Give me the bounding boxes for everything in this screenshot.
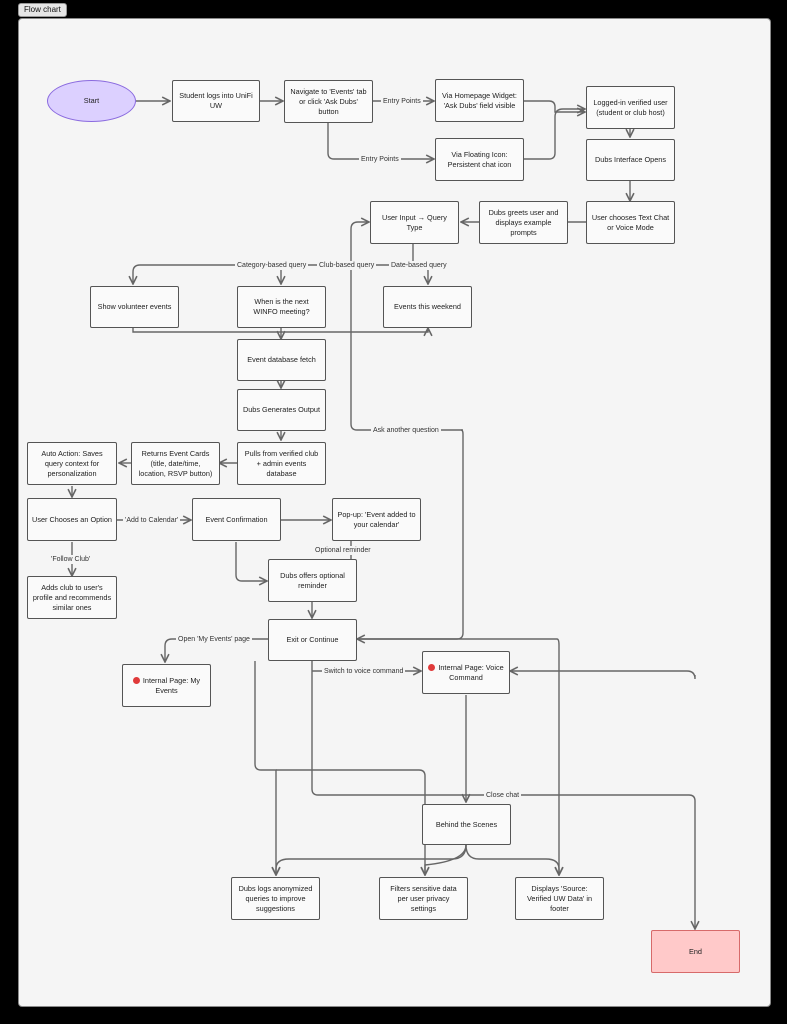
close-chat-label: Close chat [484,791,522,800]
tab-flow-chart[interactable]: Flow chart [18,3,67,17]
choose-mode-node: User chooses Text Chat or Voice Mode [586,201,675,244]
exit-continue-node: Exit or Continue [268,619,357,661]
flowchart-canvas: Start Student logs into UniFi UW Navigat… [18,18,771,1007]
optional-reminder-label: Optional reminder [313,546,373,555]
voice-command-page-node: Internal Page: Voice Command [422,651,510,694]
club-query-label: Club-based query [317,261,377,270]
floating-entry-node: Via Floating Icon: Persistent chat icon [435,138,524,181]
date-query-label: Date-based query [389,261,449,270]
entry-points-label-2: Entry Points [359,155,401,164]
category-query-label: Category-based query [235,261,309,270]
event-cards-node: Returns Event Cards (title, date/time, l… [131,442,220,485]
database-fetch-node: Event database fetch [237,339,326,381]
popup-calendar-node: Pop-up: 'Event added to your calendar' [332,498,421,541]
my-events-page-node: Internal Page: My Events [122,664,211,707]
internal-page-dot-icon [132,676,140,684]
ask-another-label: Ask another question [371,426,441,435]
login-node: Student logs into UniFi UW [172,80,260,122]
add-to-calendar-label: 'Add to Calendar' [123,516,181,525]
volunteer-events-node: Show volunteer events [90,286,179,328]
internal-page-dot-icon [428,663,436,671]
weekend-events-node: Events this weekend [383,286,472,328]
user-input-node: User Input → Query Type [370,201,459,244]
generates-output-node: Dubs Generates Output [237,389,326,431]
pulls-database-node: Pulls from verified club + admin events … [237,442,326,485]
filters-data-node: Filters sensitive data per user privacy … [379,877,468,920]
interface-opens-node: Dubs Interface Opens [586,139,675,181]
open-my-events-label: Open 'My Events' page [176,635,252,644]
logs-queries-node: Dubs logs anonymized queries to improve … [231,877,320,920]
adds-club-node: Adds club to user's profile and recommen… [27,576,117,619]
event-confirmation-node: Event Confirmation [192,498,281,541]
auto-action-node: Auto Action: Saves query context for per… [27,442,117,485]
start-node: Start [47,80,136,122]
winfo-meeting-node: When is the next WINFO meeting? [237,286,326,328]
follow-club-label: 'Follow Club' [49,555,93,564]
displays-source-node: Displays 'Source: Verified UW Data' in f… [515,877,604,920]
user-chooses-option-node: User Chooses an Option [27,498,117,541]
dubs-greets-node: Dubs greets user and displays example pr… [479,201,568,244]
entry-points-label-1: Entry Points [381,97,423,106]
switch-voice-label: Switch to voice command [322,667,406,676]
behind-scenes-node: Behind the Scenes [422,804,511,845]
widget-entry-node: Via Homepage Widget: 'Ask Dubs' field vi… [435,79,524,122]
verified-user-node: Logged-in verified user (student or club… [586,86,675,129]
navigate-node: Navigate to 'Events' tab or click 'Ask D… [284,80,373,123]
end-node: End [651,930,740,973]
optional-reminder-node: Dubs offers optional reminder [268,559,357,602]
